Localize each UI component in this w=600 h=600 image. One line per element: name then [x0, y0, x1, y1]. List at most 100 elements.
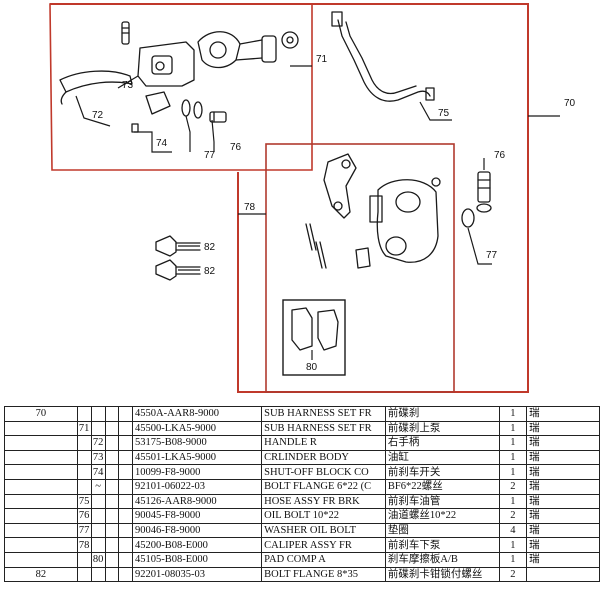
quantity: 1 [498, 537, 528, 553]
level-3-number [104, 493, 120, 510]
part-number: 45105-B08-E000 [131, 551, 263, 568]
parts-drawing [59, 11, 492, 351]
spacer-cell [118, 435, 133, 451]
level-1-number [76, 449, 92, 466]
quantity: 2 [498, 478, 528, 495]
spacer-cell [118, 449, 133, 466]
level-0-number: 82 [4, 566, 78, 583]
level-2-number [90, 522, 106, 539]
callout-73: 73 [122, 80, 134, 91]
level-2-number [90, 493, 106, 510]
spacer-cell [118, 493, 133, 510]
part-name-en: HOSE ASSY FR BRK [261, 493, 386, 510]
level-1-number [76, 406, 92, 422]
part-name-cn: 右手柄 [384, 435, 500, 451]
quantity: 1 [498, 493, 528, 510]
level-2-number: 80 [90, 551, 106, 568]
level-1-number: 76 [76, 508, 92, 524]
callout-70: 70 [564, 98, 576, 109]
callout-77b: 77 [486, 250, 498, 261]
level-2-number [90, 537, 106, 553]
callout-77a: 77 [204, 150, 216, 161]
supplier-cell: 瑞 [526, 449, 600, 466]
spacer-cell [118, 508, 133, 524]
part-name-en: HANDLE R [261, 435, 386, 451]
level-3-number [104, 449, 120, 466]
level-2-number [90, 566, 106, 583]
callout-71: 71 [316, 54, 328, 65]
level-1-number: 77 [76, 522, 92, 539]
level-0-number [4, 551, 78, 568]
part-name-cn: 前刹车开关 [384, 464, 500, 480]
spacer-cell [118, 420, 133, 437]
part-number: 92201-08035-03 [131, 566, 263, 583]
exploded-parts-diagram: 70 71 72 73 74 75 76 77 76 77 78 82 82 8… [49, 3, 576, 393]
level-3-number [104, 435, 120, 451]
part-name-cn: 垫圈 [384, 522, 500, 539]
part-number: 4550A-AAR8-9000 [131, 406, 263, 422]
level-3-number [104, 420, 120, 437]
level-0-number [4, 435, 78, 451]
supplier-cell: 瑞 [526, 522, 600, 539]
supplier-cell: 瑞 [526, 406, 600, 422]
quantity: 1 [498, 420, 528, 437]
quantity: 4 [498, 522, 528, 539]
part-name-en: WASHER OIL BOLT [261, 522, 386, 539]
callout-82b: 82 [204, 266, 216, 277]
supplier-cell: 瑞 [526, 551, 600, 568]
quantity: 1 [498, 464, 528, 480]
part-number: 10099-F8-9000 [131, 464, 263, 480]
level-3-number [104, 406, 120, 422]
quantity: 1 [498, 435, 528, 451]
part-number: 90046-F8-9000 [131, 522, 263, 539]
part-name-en: SUB HARNESS SET FR [261, 420, 386, 437]
quantity: 1 [498, 449, 528, 466]
level-0-number: 70 [4, 406, 78, 422]
quantity: 1 [498, 551, 528, 568]
part-name-cn: 刹车摩擦板A/B [384, 551, 500, 568]
supplier-cell: 瑞 [526, 478, 600, 495]
part-name-en: CALIPER ASSY FR [261, 537, 386, 553]
supplier-cell [526, 566, 600, 583]
level-1-number [76, 478, 92, 495]
assembly-frame-70 [50, 3, 529, 393]
level-1-number [76, 464, 92, 480]
spacer-cell [118, 464, 133, 480]
level-3-number [104, 522, 120, 539]
level-1-number [76, 566, 92, 583]
part-number: 92101-06022-03 [131, 478, 263, 495]
callout-74: 74 [156, 138, 168, 149]
part-name-cn: 前碟刹 [384, 406, 500, 422]
part-name-en: SUB HARNESS SET FR [261, 406, 386, 422]
quantity: 2 [498, 508, 528, 524]
part-name-en: PAD COMP A [261, 551, 386, 568]
callout-78: 78 [244, 202, 256, 213]
pad-frame-80 [282, 299, 346, 376]
callout-80: 80 [306, 362, 318, 373]
quantity: 1 [498, 406, 528, 422]
master-cylinder-frame-71 [49, 3, 313, 171]
level-1-number: 75 [76, 493, 92, 510]
part-name-cn: 前碟刹上泵 [384, 420, 500, 437]
level-3-number [104, 551, 120, 568]
level-3-number [104, 508, 120, 524]
spacer-cell [118, 566, 133, 583]
level-0-number [4, 493, 78, 510]
level-3-number [104, 464, 120, 480]
callout-82a: 82 [204, 242, 216, 253]
callout-76b: 76 [494, 150, 506, 161]
level-3-number [104, 537, 120, 553]
level-3-number [104, 566, 120, 583]
supplier-cell: 瑞 [526, 420, 600, 437]
part-name-en: SHUT-OFF BLOCK CO [261, 464, 386, 480]
caliper-frame-78 [265, 143, 455, 393]
spacer-cell [118, 478, 133, 495]
